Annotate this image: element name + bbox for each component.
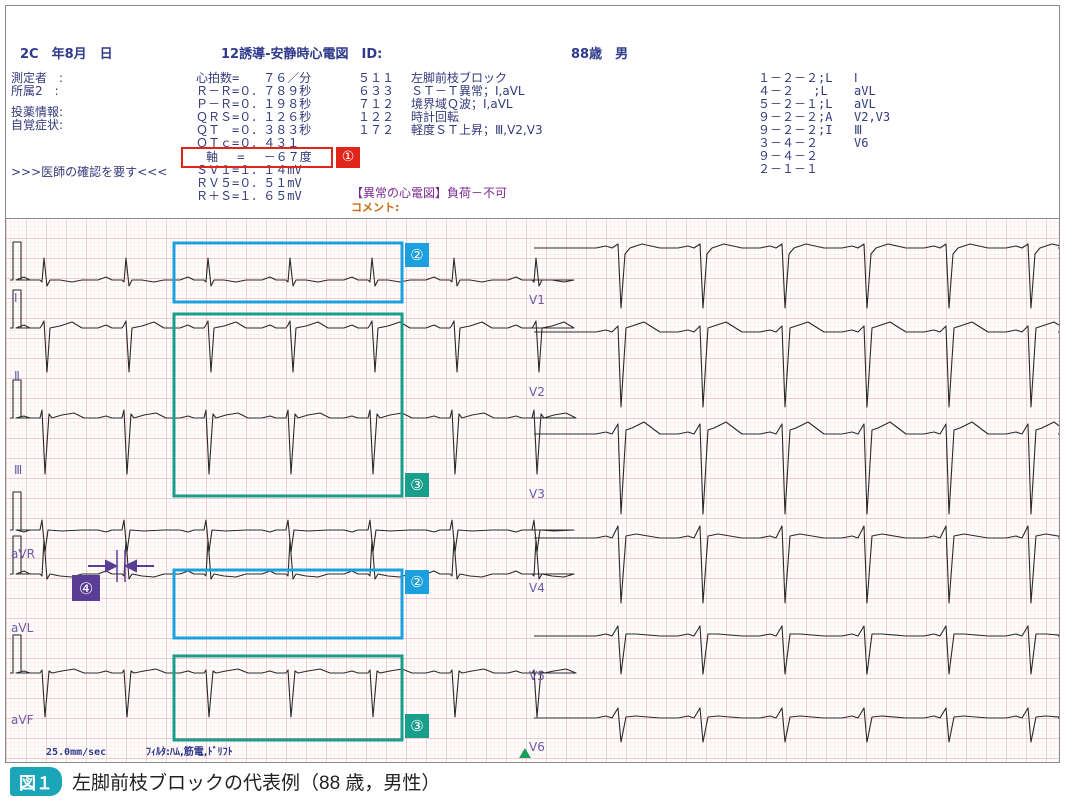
finding-text: 境界域Ｑ波；Ⅰ,aVL [411, 97, 513, 111]
meas-rr: Ｒ－Ｒ=０．７８９秒 [196, 84, 312, 98]
lead-label-V4: V4 [529, 581, 545, 595]
minnesota-leads: aVL [854, 84, 876, 98]
lead-label-V3: V3 [529, 487, 545, 501]
meas-heart-rate: 心拍数= ７６／分 [196, 71, 312, 85]
doctor-review-note: >>>医師の確認を要す<<< [11, 165, 168, 179]
lead-label-V2: V2 [529, 385, 545, 399]
minnesota-code: ９－４－２ [758, 149, 819, 163]
finding-code: ７１２ [358, 97, 395, 111]
lead-label-II: Ⅱ [14, 369, 20, 383]
finding-text: 左脚前枝ブロック [411, 71, 508, 85]
minnesota-code: ９－２－２;A [758, 110, 833, 124]
marker-2-top-bg [405, 243, 429, 267]
ecg-trace-aVR [10, 491, 575, 553]
marker-4: ④ [79, 579, 93, 598]
figure-caption: 図１ 左脚前枝ブロックの代表例（88 歳，男性） [10, 766, 441, 796]
filter-settings: ﾌｨﾙﾀ:ﾊﾑ,筋電,ﾄﾞﾘﾌﾄ [146, 745, 233, 758]
abnormal-ecg-label: 【異常の心電図】負荷－不可 [351, 186, 508, 200]
finding-code: １７２ [358, 123, 395, 137]
meas-rv5: ＲＶ５=０．５１mV [196, 176, 302, 190]
ecg-trace-V3 [534, 421, 1059, 515]
marker-3-bottom-bg [405, 714, 429, 738]
meas-rs: Ｒ＋Ｓ=１．６５mV [196, 189, 302, 203]
arrow-left-icon [123, 559, 154, 573]
meas-qt: ＱＴ =０．３８３秒 [196, 123, 312, 137]
minnesota-code: ９－２－２;I [758, 123, 833, 137]
minnesota-leads: V6 [854, 136, 869, 150]
box-lead-aVF [172, 654, 404, 742]
finding-text: 時計回転 [411, 110, 460, 124]
paper-speed: 25.0mm/sec [46, 747, 106, 758]
ecg-trace-V4 [534, 525, 1059, 604]
marker-2-top: ② [410, 246, 423, 264]
meas-qrs: ＱＲＳ=０．１２６秒 [196, 110, 312, 124]
finding-code: １２２ [358, 110, 395, 124]
lead-label-V5: V5 [529, 669, 545, 683]
lead-label-aVL: aVL [11, 621, 34, 635]
minnesota-leads: aVL [854, 97, 876, 111]
minnesota-code: １－２－２;L [758, 71, 833, 85]
meas-axis: 軸 = －６７度 [206, 150, 312, 164]
finding-text: ＳＴ－Ｔ異常；Ⅰ,aVL [411, 84, 525, 98]
lead-label-aVR: aVR [11, 547, 35, 561]
finding-code: ６３３ [358, 84, 395, 98]
ecg-trace-II [10, 289, 575, 373]
minnesota-leads: V2,V3 [854, 110, 891, 124]
lead-label-I: Ⅰ [14, 291, 18, 305]
lead-label-V6: V6 [529, 740, 545, 754]
marker-2-bottom-bg [405, 570, 429, 594]
report-title: 12誘導-安静時心電図 ID: [221, 47, 383, 62]
report-date: 2C 年8月 日 [20, 47, 113, 62]
axis-marker-badge: ① [336, 147, 360, 168]
marker-3-top-bg [405, 473, 429, 497]
ecg-trace-I [10, 241, 575, 287]
ecg-trace-aVL [10, 535, 575, 580]
finding-text: 軽度ＳＴ上昇；Ⅲ,V2,V3 [411, 123, 543, 137]
box-lead-I [172, 241, 404, 304]
meas-pr: Ｐ－Ｒ=０．１９８秒 [196, 97, 312, 111]
ecg-trace-III [10, 379, 577, 475]
marker-4-bg [72, 575, 100, 601]
patient-age-sex: 88歳 男 [571, 47, 629, 62]
figure-number: 図１ [10, 766, 62, 796]
minnesota-leads: Ⅰ [854, 71, 858, 85]
field-department: 所属2 : [11, 84, 59, 98]
report-header: 2C 年8月 日 12誘導-安静時心電図 ID: 88歳 男 測定者 : 所属2… [6, 6, 1059, 218]
ecg-trace-V2 [534, 321, 1059, 408]
arrow-right-icon [88, 559, 119, 573]
minnesota-leads: Ⅲ [854, 123, 863, 137]
lead-label-III: Ⅲ [14, 463, 22, 477]
field-medication: 投薬情報: [11, 105, 64, 119]
field-operator: 測定者 : [11, 71, 64, 85]
marker-3-top: ③ [410, 476, 423, 494]
ecg-trace-aVF [10, 634, 577, 718]
finding-code: ５１１ [358, 71, 395, 85]
minnesota-code: ３－４－２ [758, 136, 819, 150]
ecg-trace-V1 [534, 243, 1059, 309]
triangle-marker-icon [519, 748, 531, 758]
marker-3-bottom: ③ [410, 717, 423, 735]
ecg-trace-V6 [534, 707, 1059, 743]
lead-label-V1: V1 [529, 293, 545, 307]
minnesota-code: ４－２ ;L [758, 84, 828, 98]
figure-caption-text: 左脚前枝ブロックの代表例（88 歳，男性） [72, 772, 441, 794]
minnesota-code: ２－１－１ [758, 162, 819, 176]
box-leads-II-III [172, 312, 404, 498]
field-symptoms: 自覚症状: [11, 118, 64, 132]
minnesota-code: ５－２－１;L [758, 97, 833, 111]
ecg-report: 2C 年8月 日 12誘導-安静時心電図 ID: 88歳 男 測定者 : 所属2… [5, 5, 1060, 763]
axis-highlight-box [181, 147, 333, 168]
ecg-trace-V5 [534, 625, 1059, 675]
lead-label-aVF: aVF [11, 713, 34, 727]
box-lead-aVL [172, 568, 404, 640]
comment-label: コメント: [351, 201, 400, 214]
marker-2-bottom: ② [410, 573, 423, 591]
meas-qtc: ＱＴｃ=０．４３１ [196, 136, 300, 150]
